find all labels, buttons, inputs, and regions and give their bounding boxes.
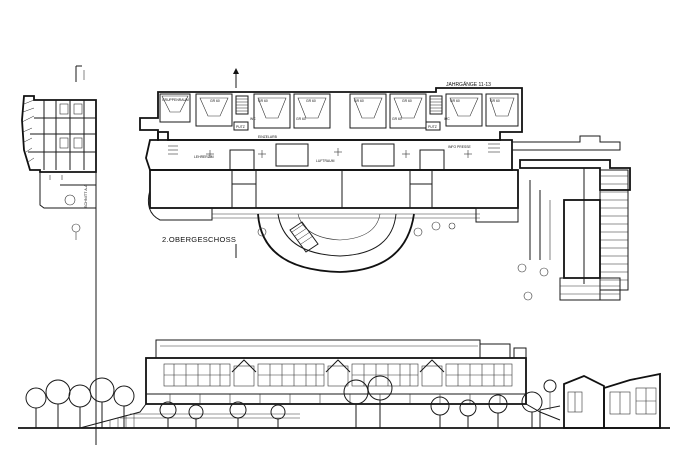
room-label: GR 60 xyxy=(306,99,316,103)
elevation-drawing xyxy=(18,339,670,429)
room-label: GR 60 xyxy=(354,99,364,103)
wc-label: WC xyxy=(444,117,450,121)
corridor-label-center: LUFTRAUM xyxy=(316,159,335,163)
putz-label: PUTZ xyxy=(236,125,245,129)
floor-label: 2.OBERGESCHOSS xyxy=(162,235,236,244)
room-label: GR 60 xyxy=(490,99,500,103)
room-label: GR 60 xyxy=(210,99,220,103)
plan-labels: JAHRGÄNGE 11-13 GRUPPENRAUM GR 60 GR 60 … xyxy=(162,81,500,244)
putz-label: PUTZ xyxy=(428,125,437,129)
room-label: GR 60 xyxy=(296,117,306,121)
room-label: GRUPPENRAUM xyxy=(162,98,189,102)
floor-plan xyxy=(139,68,631,301)
tree-group-left xyxy=(25,377,286,428)
section-label: SCHNITT A-A xyxy=(84,184,88,208)
room-label: GR 60 xyxy=(392,117,402,121)
tree-group-right xyxy=(343,375,543,428)
corridor-label-lower-left: LEHRERZIM xyxy=(194,155,214,159)
room-label: GR 60 xyxy=(402,99,412,103)
room-label: GR 60 xyxy=(258,99,268,103)
corridor-label-right: INFO PRESSE xyxy=(448,145,472,149)
classroom-row xyxy=(159,93,519,129)
room-label: GR 60 xyxy=(450,99,460,103)
section-drawing xyxy=(21,65,97,445)
corridor-label-left: EINZELARB xyxy=(258,135,278,139)
wing-label: JAHRGÄNGE 11-13 xyxy=(446,81,491,88)
wc-label: WC xyxy=(250,117,256,121)
